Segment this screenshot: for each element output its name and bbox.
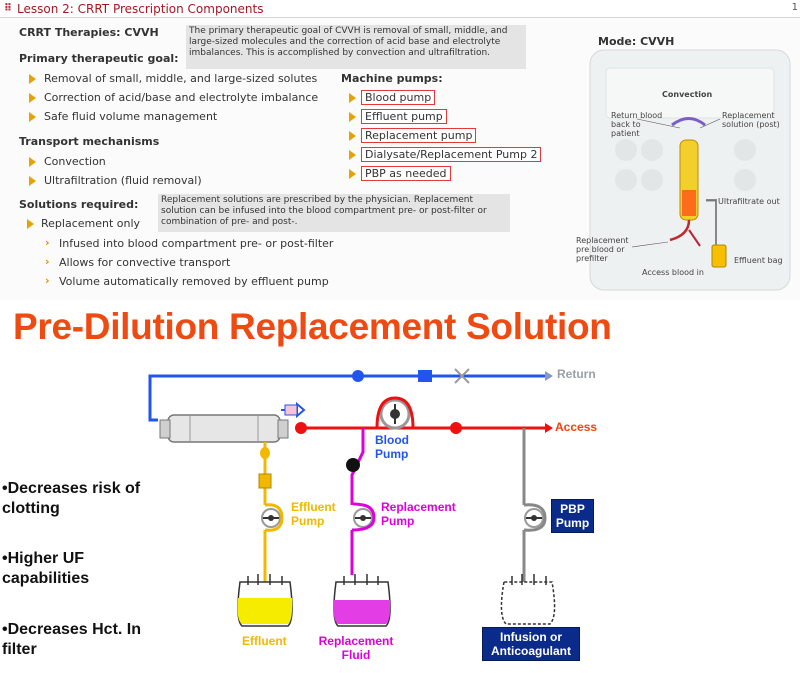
device-replacement-pre-label: Replacement pre blood or prefilter: [576, 236, 629, 263]
therapies-note: The primary therapeutic goal of CVVH is …: [186, 25, 526, 69]
bullet-icon: [29, 74, 36, 84]
infusion-bag: [500, 574, 556, 625]
bullet-icon: [349, 112, 356, 122]
bullet-icon: [29, 176, 36, 186]
slide-title: Pre-Dilution Replacement Solution: [13, 306, 612, 347]
bullet-icon: [349, 169, 356, 179]
return-label: Return: [557, 367, 596, 381]
return-clamp-icon: [454, 368, 470, 384]
return-drip-chamber: [352, 370, 364, 382]
effluent-detector: [258, 473, 272, 489]
lesson-header: ⠿ Lesson 2: CRRT Prescription Components…: [0, 0, 800, 18]
device-return-label: Return blood back to patient: [611, 111, 663, 138]
pump-replacement: Replacement pump: [361, 128, 477, 143]
transport-item: Ultrafiltration (fluid removal): [44, 174, 202, 187]
bullet-icon: [27, 219, 34, 229]
effluent-bag: [237, 574, 293, 627]
device-effluent-bag-label: Effluent bag: [734, 256, 783, 265]
cvvh-device-illustration: [589, 49, 791, 291]
goal-item: Removal of small, middle, and large-size…: [44, 72, 318, 85]
lesson-title: Lesson 2: CRRT Prescription Components: [17, 2, 264, 16]
replacement-pump-label: Replacement Pump: [381, 500, 456, 528]
solutions-subitem: Allows for convective transport: [59, 256, 231, 269]
replacement-fluid-label: Replacement Fluid: [318, 634, 394, 662]
device-replacement-post-label: Replacement solution (post): [722, 111, 780, 129]
access-arrow-icon: [545, 423, 553, 433]
bullet-icon: [29, 157, 36, 167]
access-label: Access: [555, 420, 598, 434]
transport-item: Convection: [44, 155, 106, 168]
pbp-pump-label: PBP Pump: [551, 499, 594, 533]
return-arrow-icon: [545, 371, 553, 381]
blood-pump-label: Blood Pump: [375, 433, 409, 461]
benefit-item: •Decreases Hct. In filter: [2, 621, 142, 658]
access-pressure-pod: [450, 422, 462, 434]
return-detector: [418, 370, 432, 382]
goal-item: Correction of acid/base and electrolyte …: [44, 91, 319, 104]
bullet-icon: [349, 93, 356, 103]
solutions-heading: Solutions required:: [19, 198, 139, 211]
therapies-heading: CRRT Therapies: CVVH: [19, 26, 159, 39]
solutions-item: Replacement only: [41, 217, 141, 230]
replacement-bag: [333, 574, 391, 627]
device-convection-label: Convection: [662, 90, 713, 99]
grid-icon: ⠿: [4, 3, 12, 14]
bullet-icon: [29, 112, 36, 122]
pump-dialysate: Dialysate/Replacement Pump 2: [361, 147, 542, 162]
filter: [167, 414, 281, 443]
bullet-icon: [349, 150, 356, 160]
chevron-right-icon: ›: [45, 236, 50, 249]
device-ultrafiltrate-label: Ultrafiltrate out: [718, 197, 780, 206]
goal-heading: Primary therapeutic goal:: [19, 52, 179, 65]
goal-item: Safe fluid volume management: [44, 110, 218, 123]
access-drip-chamber: [295, 422, 307, 434]
bullet-icon: [349, 131, 356, 141]
return-line: [148, 374, 545, 422]
device-access-label: Access blood in: [642, 268, 704, 277]
replacement-line: [350, 428, 365, 575]
benefit-item: •Decreases risk of clotting: [2, 480, 141, 517]
chevron-right-icon: ›: [45, 274, 50, 287]
benefit-item: •Higher UF capabilities: [2, 550, 90, 587]
transport-heading: Transport mechanisms: [19, 135, 160, 148]
pumps-heading: Machine pumps:: [341, 72, 443, 85]
lesson-panel: ⠿ Lesson 2: CRRT Prescription Components…: [0, 0, 800, 300]
effluent-label: Effluent: [242, 634, 287, 648]
solutions-subitem: Infused into blood compartment pre- or p…: [59, 237, 334, 250]
mode-label: Mode: CVVH: [598, 35, 675, 48]
effluent-pump-label: Effluent Pump: [291, 500, 336, 528]
infusion-label: Infusion or Anticoagulant: [482, 627, 580, 661]
chevron-right-icon: ›: [45, 255, 50, 268]
bullet-icon: [29, 93, 36, 103]
pump-pbp: PBP as needed: [361, 166, 451, 181]
pump-blood: Blood pump: [361, 90, 436, 105]
pump-effluent: Effluent pump: [361, 109, 447, 124]
replacement-clamp: [346, 458, 360, 472]
solutions-note: Replacement solutions are prescribed by …: [158, 194, 510, 232]
solutions-subitem: Volume automatically removed by effluent…: [59, 275, 329, 288]
page-number: 1: [791, 2, 798, 13]
effluent-chamber: [260, 447, 270, 459]
